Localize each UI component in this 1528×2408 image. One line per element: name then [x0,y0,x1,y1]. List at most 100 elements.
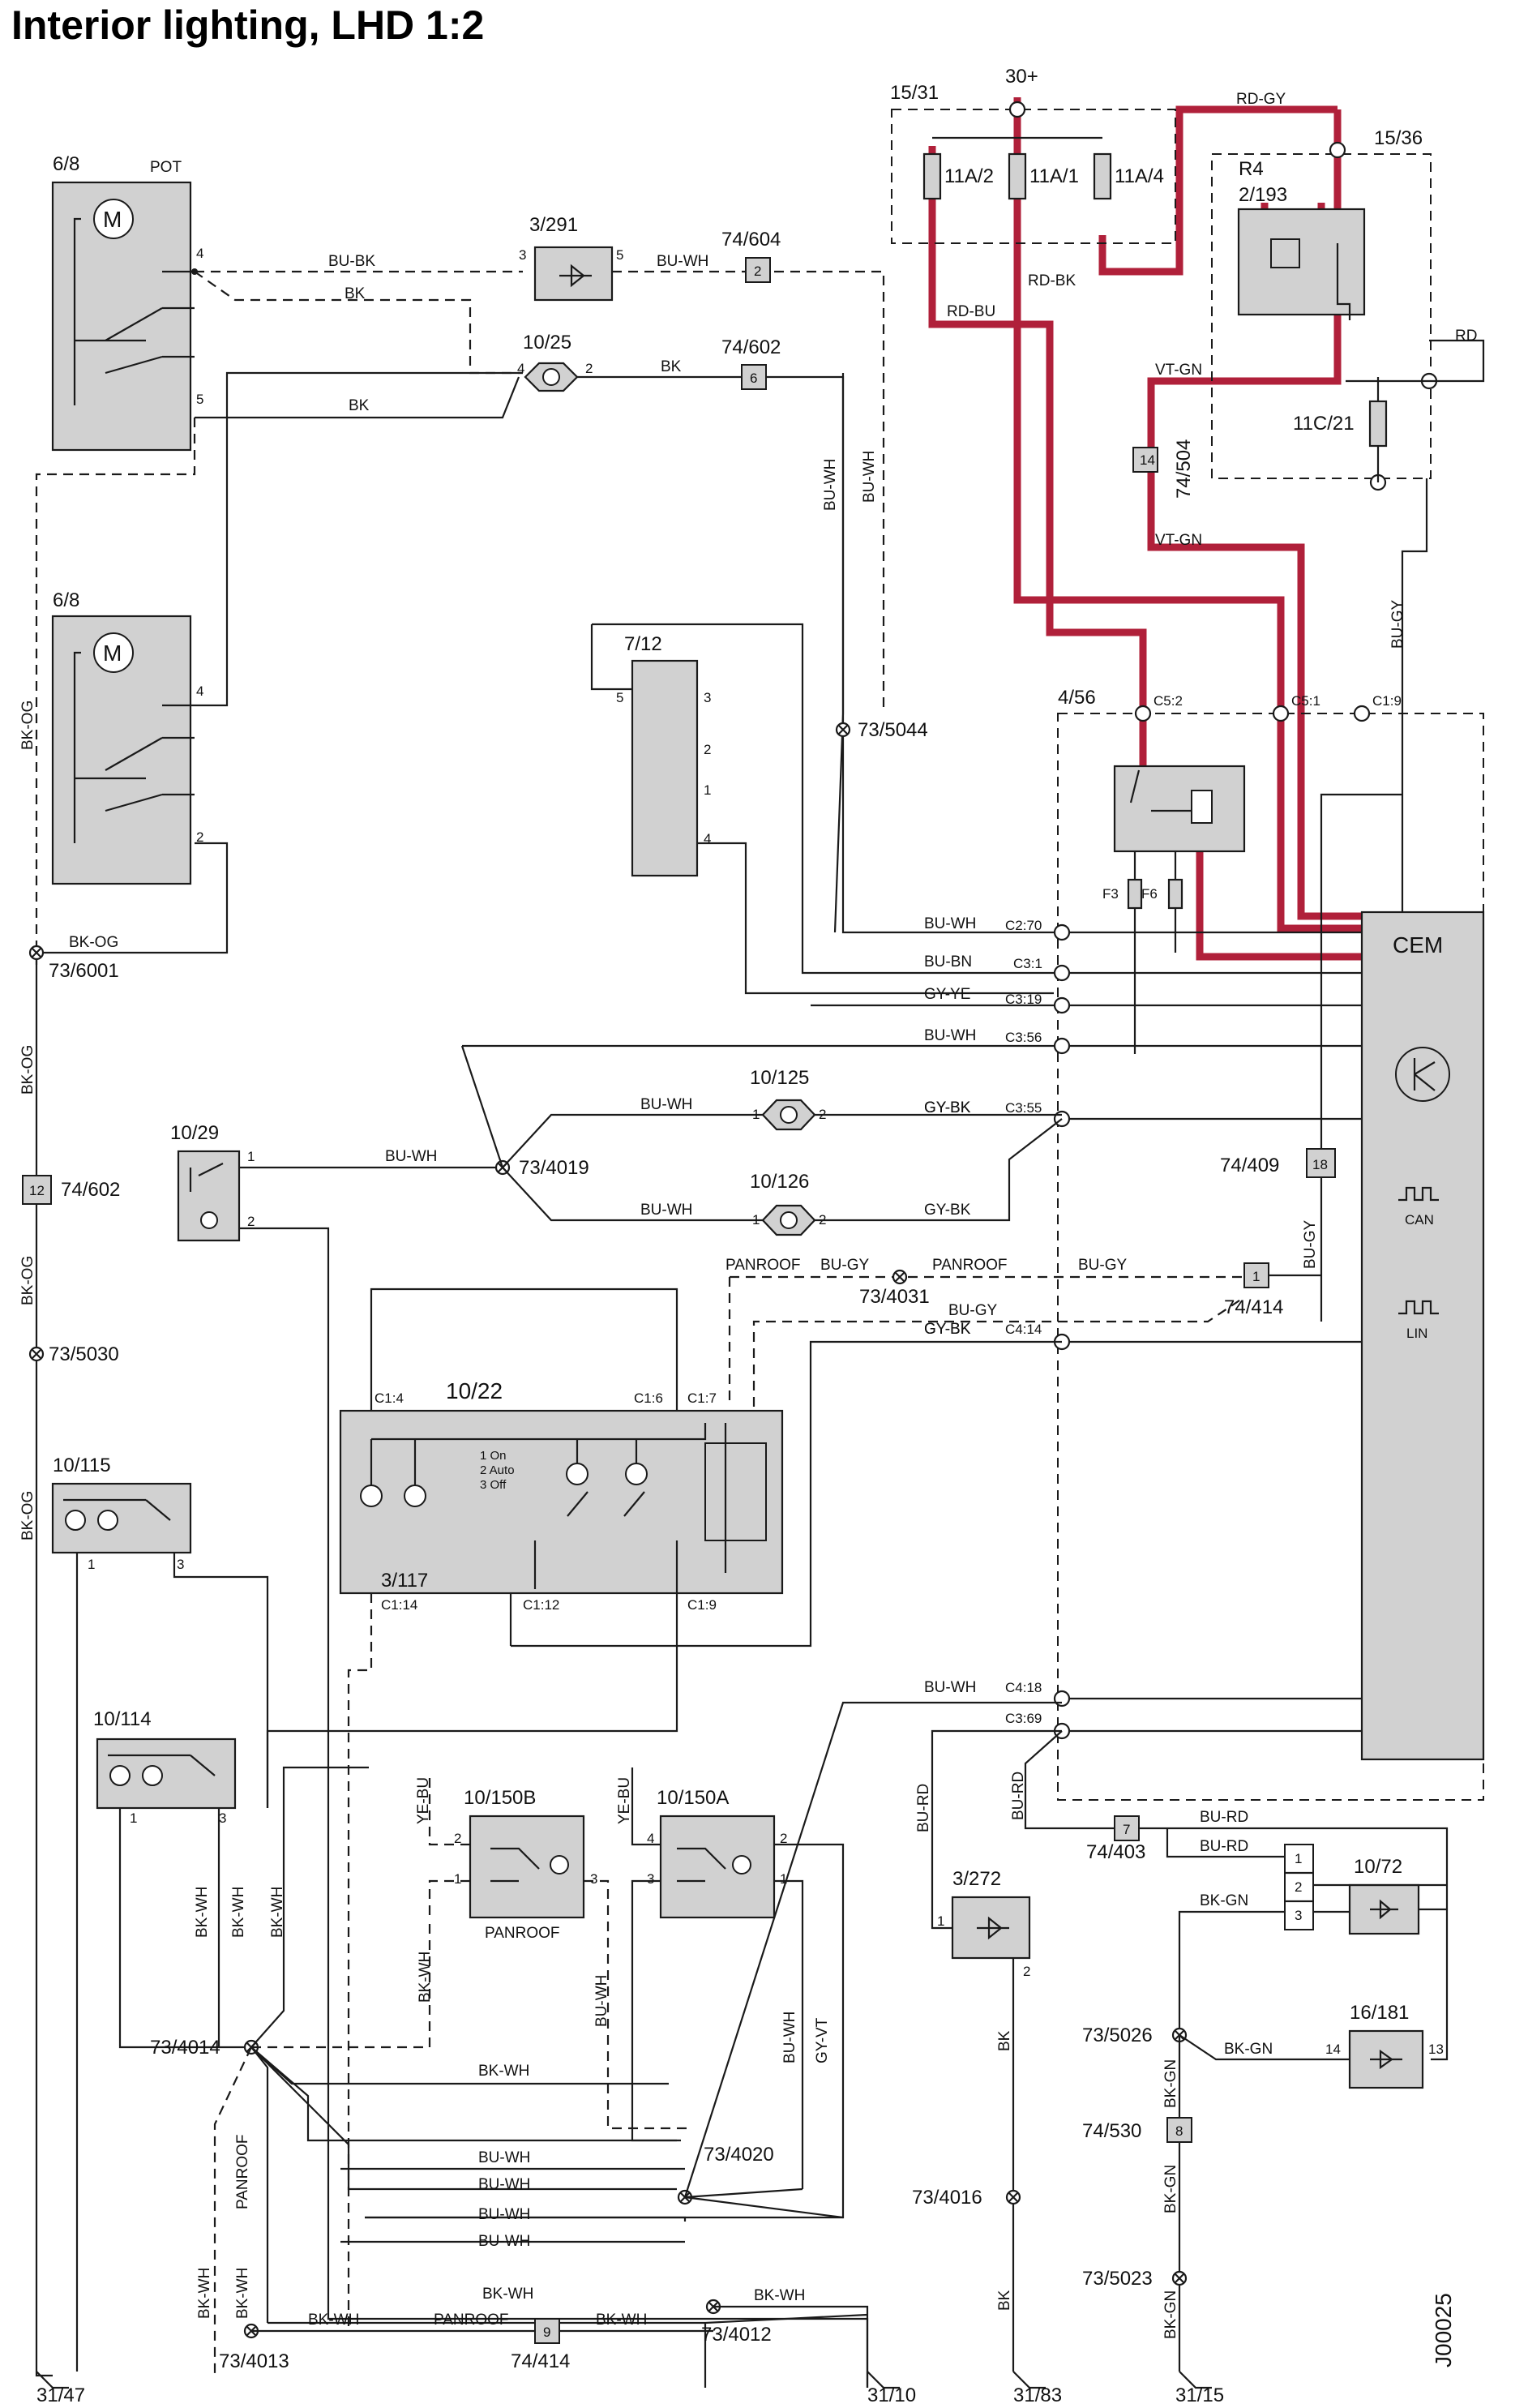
svg-text:BK: BK [996,2290,1013,2311]
svg-text:C1:7: C1:7 [687,1390,717,1406]
svg-text:BK-GN: BK-GN [1224,2041,1273,2058]
svg-text:6/8: 6/8 [53,589,79,611]
connector-74-403: 7 74/403 [1086,1815,1145,1863]
svg-text:BU-GY: BU-GY [948,1302,998,1319]
ground-31-83: 31/83 [1012,2371,1062,2406]
svg-text:BK: BK [349,397,370,414]
svg-text:BK-WH: BK-WH [269,1887,286,1938]
fuse-11a-1: 11A/1 [1008,152,1079,200]
svg-text:2: 2 [754,264,761,279]
svg-text:BU-GY: BU-GY [820,1257,870,1274]
svg-text:2: 2 [704,742,711,757]
svg-text:1: 1 [247,1149,255,1164]
svg-text:BK-WH: BK-WH [234,2268,251,2319]
svg-text:BU-BN: BU-BN [924,953,972,970]
connector-74-530: 8 74/530 [1082,2117,1192,2143]
svg-text:2: 2 [196,829,203,845]
svg-text:BU-WH: BU-WH [822,459,839,511]
svg-text:10/72: 10/72 [1354,1856,1402,1878]
svg-text:RD-GY: RD-GY [1236,91,1286,108]
svg-text:1: 1 [937,1913,944,1929]
svg-text:5: 5 [196,392,203,407]
splice-73-4031: 73/4031 [859,1269,930,1308]
svg-text:BK-WH: BK-WH [596,2312,647,2329]
svg-text:YE-BU: YE-BU [616,1777,633,1824]
svg-text:C3:19: C3:19 [1005,992,1042,1007]
svg-text:BK-WH: BK-WH [754,2287,805,2304]
svg-text:PANROOF: PANROOF [434,2312,509,2329]
svg-text:74/409: 74/409 [1220,1155,1279,1176]
svg-text:73/5044: 73/5044 [858,719,928,741]
page-title: Interior lighting, LHD 1:2 [11,2,484,48]
splice-73-5030: 73/5030 [28,1343,119,1365]
svg-text:BU-WH: BU-WH [861,451,878,503]
svg-text:10/126: 10/126 [750,1171,809,1193]
svg-text:BK-WH: BK-WH [194,1887,211,1938]
svg-text:BU-WH: BU-WH [657,253,708,270]
svg-text:11A/2: 11A/2 [944,165,994,187]
svg-text:1: 1 [130,1810,137,1826]
svg-text:74/403: 74/403 [1086,1841,1145,1863]
svg-text:14: 14 [1325,2042,1341,2057]
lamp-10-150a: 10/150A 4 3 2 1 [647,1787,787,1919]
svg-text:PANROOF: PANROOF [485,1925,560,1942]
svg-text:BK-OG: BK-OG [69,934,118,951]
svg-text:C4:14: C4:14 [1005,1322,1042,1337]
svg-text:BU-RD: BU-RD [915,1784,932,1832]
svg-text:73/4013: 73/4013 [219,2350,289,2372]
svg-text:PANROOF: PANROOF [234,2134,251,2209]
svg-text:3: 3 [219,1810,226,1826]
svg-text:BU-WH: BU-WH [478,2176,530,2193]
svg-text:VT-GN: VT-GN [1155,532,1202,549]
svg-text:1: 1 [1252,1269,1260,1284]
svg-text:10/150A: 10/150A [657,1787,729,1809]
svg-text:BU-GY: BU-GY [1389,600,1406,649]
svg-text:GY-BK: GY-BK [924,1202,971,1219]
svg-text:31/83: 31/83 [1013,2384,1062,2406]
fuse-11a-2: 11A/2 [922,152,994,200]
svg-text:3 Off: 3 Off [480,1478,507,1492]
svg-text:3: 3 [590,1871,597,1887]
svg-text:2: 2 [585,361,593,376]
svg-text:73/4016: 73/4016 [912,2187,982,2209]
svg-text:3/272: 3/272 [952,1868,1001,1890]
svg-text:9: 9 [543,2324,550,2340]
connector-74-414: 1 74/414 [1224,1262,1283,1318]
svg-text:BK-GN: BK-GN [1162,2290,1179,2339]
svg-text:BK-OG: BK-OG [19,1256,36,1305]
svg-text:4: 4 [647,1831,654,1846]
svg-text:74/602: 74/602 [61,1179,120,1201]
svg-text:16/181: 16/181 [1350,2002,1409,2024]
svg-text:2/193: 2/193 [1239,184,1287,206]
svg-text:C1:4: C1:4 [375,1390,404,1406]
svg-text:BK-GN: BK-GN [1162,2165,1179,2213]
splice-73-5044: 73/5044 [835,719,928,741]
svg-text:2: 2 [454,1831,461,1846]
svg-text:10/29: 10/29 [170,1122,219,1144]
lamp-10-115: 10/115 1 3 [51,1455,192,1572]
svg-text:F3: F3 [1102,886,1119,902]
svg-text:1: 1 [704,782,711,798]
svg-text:3/117: 3/117 [381,1570,428,1592]
svg-text:11A/4: 11A/4 [1115,165,1164,187]
svg-text:3: 3 [647,1871,654,1887]
led-3-272: 3/272 1 2 [937,1868,1030,1979]
svg-text:4: 4 [704,831,711,846]
svg-text:BK-OG: BK-OG [19,1045,36,1095]
svg-text:1: 1 [1295,1851,1302,1866]
svg-text:2: 2 [1295,1879,1302,1895]
fuse-box-label: 15/31 [890,82,939,104]
svg-text:74/604: 74/604 [721,229,781,251]
svg-text:C3:55: C3:55 [1005,1100,1042,1116]
svg-text:BU-WH: BU-WH [781,2012,798,2063]
svg-text:8: 8 [1175,2123,1183,2139]
svg-text:BU-RD: BU-RD [1010,1772,1027,1820]
svg-text:31/10: 31/10 [867,2384,916,2406]
svg-text:10/115: 10/115 [53,1455,111,1476]
splice-73-4014: 73/4014 [150,2037,259,2059]
lamp-10-126: 10/126 1 2 [750,1171,826,1236]
drawing-id: J00025 [1431,2293,1456,2367]
svg-text:C3:69: C3:69 [1005,1711,1042,1726]
svg-text:73/4014: 73/4014 [150,2037,220,2059]
svg-text:18: 18 [1312,1157,1328,1172]
